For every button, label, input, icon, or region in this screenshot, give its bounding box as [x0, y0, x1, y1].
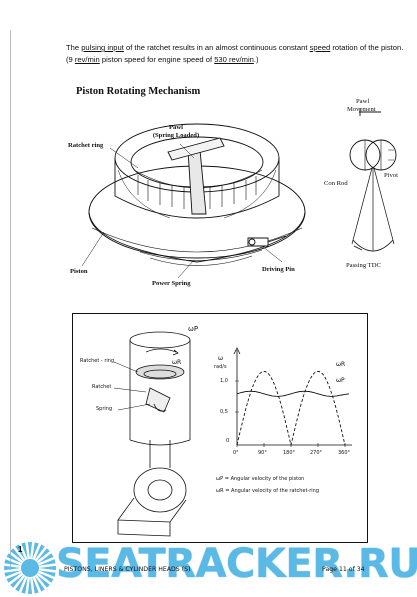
sunburst-ray: [10, 548, 24, 562]
sunburst-ray: [39, 565, 56, 571]
sunburst-ray: [27, 542, 33, 559]
curve-omega-p: [236, 390, 350, 397]
footer-left: PISTONS, LINERS & CYLINDER HEADS (S): [64, 566, 191, 573]
label-spring-lower: Spring: [96, 406, 113, 412]
section-title: Piston Rotating Mechanism: [76, 86, 201, 97]
label-spring-loaded: (Spring Loaded): [152, 132, 200, 139]
y-tick-05: 0,5: [220, 409, 228, 415]
x-tick-360: 360°: [338, 450, 351, 456]
sunburst-ray: [4, 570, 22, 577]
y-tick-1: 1,0: [220, 378, 228, 384]
label-side-movement: Movement: [347, 106, 376, 113]
sunburst-ray: [15, 544, 26, 561]
sunburst-ray: [6, 572, 23, 583]
sunburst-ray: [37, 553, 54, 564]
label-piston: Piston: [70, 268, 88, 275]
sunburst-core: [21, 559, 39, 577]
axis-unit-omega: ω: [218, 355, 224, 362]
sunburst-ray: [34, 575, 45, 592]
label-con-rod: Con Rod: [324, 180, 348, 187]
label-passing-tdc: Passing TDC: [346, 262, 381, 269]
sunburst-ray: [36, 548, 50, 562]
sunburst-ray: [32, 542, 39, 560]
curve-label-r: ωR: [336, 361, 346, 368]
label-side-pawl: Pawl: [356, 98, 370, 105]
x-tick-0: 0°: [233, 450, 239, 456]
legend-omega-p: ωP = Angular velocity of the piston: [216, 476, 305, 482]
legend-omega-r: ωR = Angular velocity of the ratchet-rin…: [216, 488, 320, 494]
curve-label-p: ωP: [336, 377, 345, 384]
intro-paragraph: The pulsing input of the ratchet results…: [66, 43, 404, 64]
sunburst-ray: [36, 574, 50, 588]
label-pawl: Pawl: [169, 124, 183, 131]
sunburst-ray: [27, 577, 33, 594]
sunburst-ray: [4, 565, 21, 571]
label-pivot: Pivot: [384, 172, 398, 179]
sunburst-ray: [6, 553, 23, 564]
label-ratchet-ring: Ratchet ring: [68, 142, 104, 149]
label-ratchet-ring-lower: Ratchet - ring: [80, 358, 115, 364]
angular-velocity-figure: [72, 313, 368, 543]
label-power-spring: Power Spring: [152, 280, 191, 287]
sunburst-ray: [4, 559, 22, 566]
page-mark: 1: [18, 545, 23, 554]
x-tick-90: 90°: [258, 450, 267, 456]
y-tick-0: 0: [226, 438, 230, 444]
sunburst-ray: [38, 559, 56, 566]
x-tick-270: 270°: [310, 450, 323, 456]
label-omega-r-top: ωR: [172, 359, 182, 366]
footer-page-number: Page 11 of 34: [322, 566, 365, 573]
curve-omega-r: [236, 370, 346, 446]
sunburst-logo: [4, 542, 56, 594]
sunburst-ray: [10, 574, 24, 588]
sunburst-ray: [38, 570, 56, 577]
label-driving-pin: Driving Pin: [262, 266, 295, 273]
watermark-text: SEATRACKER.RU: [56, 541, 417, 587]
sunburst-ray: [37, 572, 54, 583]
axis-unit-rads: rad/s: [214, 364, 227, 370]
sunburst-ray: [21, 576, 28, 594]
sunburst-ray: [15, 575, 26, 592]
sunburst-ray: [34, 544, 45, 561]
sunburst-ray: [32, 576, 39, 594]
label-ratchet-lower: Ratchet: [92, 384, 112, 390]
label-omega-p-top: ωP: [188, 325, 199, 333]
x-tick-180: 180°: [283, 450, 296, 456]
sunburst-ray: [21, 542, 28, 560]
page-edge: [10, 30, 11, 570]
